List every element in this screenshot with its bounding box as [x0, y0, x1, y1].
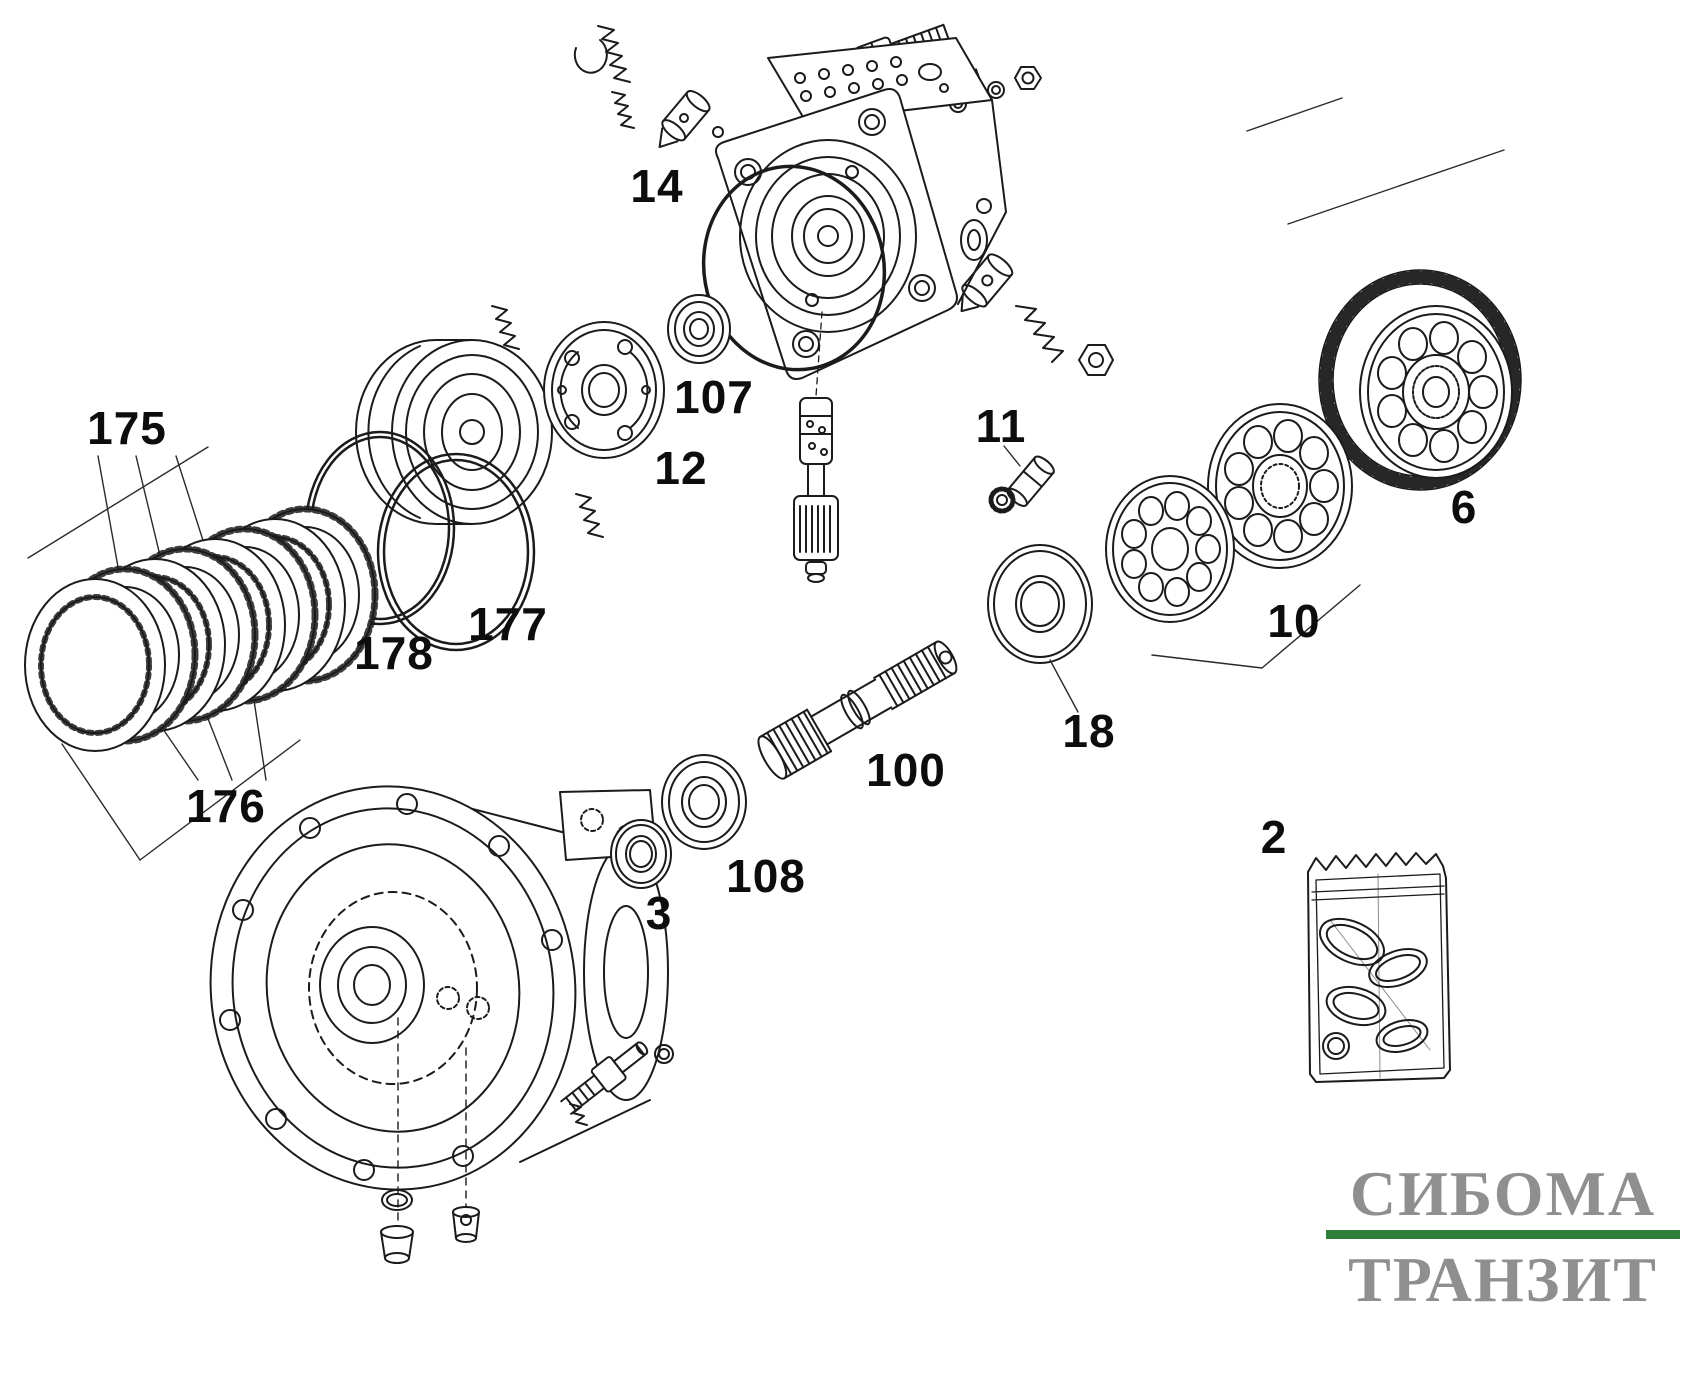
- hex-socket-plug: [1078, 344, 1114, 376]
- part-label-12: 12: [654, 442, 708, 494]
- retainer-plate-10b: [1207, 403, 1353, 569]
- oil-seal-3: [610, 819, 672, 889]
- poppet-plug: [658, 90, 711, 149]
- valve-housing: [715, 37, 1007, 380]
- part-label-18: 18: [1062, 705, 1116, 757]
- o-ring-14: [701, 164, 887, 372]
- motor-case: [209, 785, 674, 1264]
- part-label-176: 176: [186, 780, 266, 832]
- part-label-6: 6: [1450, 481, 1478, 533]
- part-label-11: 11: [975, 400, 1027, 452]
- spring-small: [491, 305, 604, 538]
- seal-kit-2: [1307, 852, 1451, 1083]
- watermark-text-line1: СИБОМА: [1349, 1158, 1657, 1229]
- bearing-107: [667, 294, 731, 364]
- bleed-valve: [560, 1041, 649, 1115]
- o-ring-plug: [381, 1189, 413, 1211]
- watermark-text-line2: ТРАНЗИТ: [1348, 1244, 1658, 1316]
- friction-plate-stack: [24, 505, 379, 752]
- watermark-divider: [1326, 1230, 1680, 1240]
- part-label-178: 178: [354, 627, 434, 679]
- control-spool: [793, 311, 839, 583]
- relief-poppet: [960, 253, 1014, 313]
- top-fasteners-left: [573, 25, 724, 149]
- spring: [597, 25, 631, 83]
- part-label-108: 108: [726, 850, 806, 902]
- spring: [1015, 305, 1064, 363]
- part-label-107: 107: [674, 371, 754, 423]
- side-port: [960, 219, 988, 261]
- part-label-14: 14: [630, 160, 684, 212]
- bearing-108: [661, 754, 747, 850]
- piston-ring-177: [376, 452, 536, 652]
- part-label-175: 175: [87, 402, 167, 454]
- valve-plate-12: [543, 321, 665, 459]
- set-plate-10a: [1105, 475, 1235, 623]
- part-label-100: 100: [866, 744, 946, 796]
- part-label-2: 2: [1260, 811, 1288, 863]
- callout-lines: [1003, 445, 1361, 713]
- spring: [611, 91, 635, 129]
- o-ring-small: [987, 81, 1005, 99]
- o-ring-small: [654, 1044, 674, 1064]
- thrust-washer-18: [987, 544, 1093, 664]
- check-valve-11: [988, 455, 1055, 514]
- spring-tiny: [569, 1103, 588, 1126]
- hex-plug: [1014, 66, 1042, 90]
- part-label-3: 3: [645, 887, 673, 939]
- relief-valve-parts: [960, 253, 1114, 376]
- watermark: СИБОМА ТРАНЗИТ: [1312, 1152, 1694, 1328]
- part-label-10: 10: [1267, 595, 1321, 647]
- cylinder-block-6: [1318, 269, 1522, 491]
- part-label-177: 177: [468, 598, 548, 650]
- drain-plug: [380, 1225, 414, 1239]
- circlip: [573, 39, 608, 74]
- brake-drum: [355, 339, 553, 525]
- drive-shaft-100: [757, 636, 961, 780]
